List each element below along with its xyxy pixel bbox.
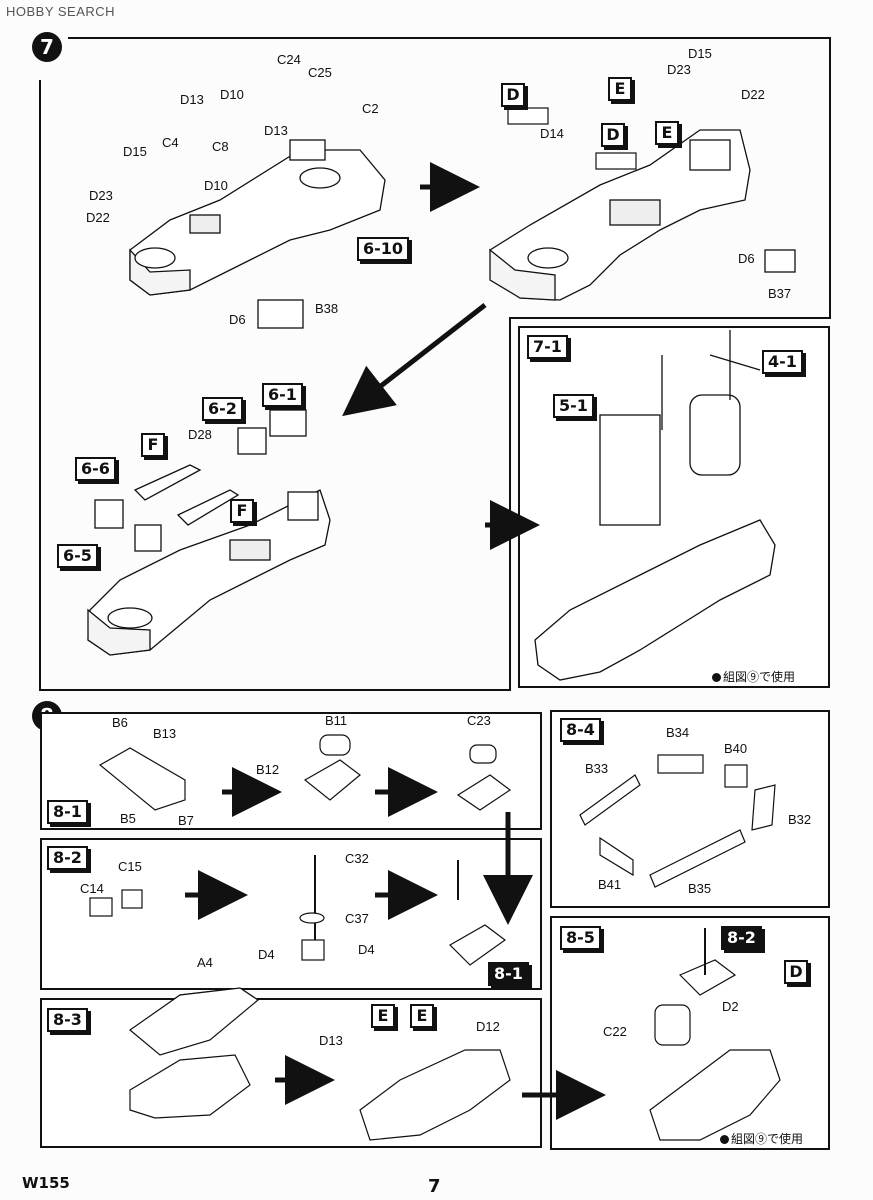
- ref-8-1-inline: 8-1: [488, 962, 529, 986]
- part-label: D23: [89, 188, 113, 203]
- part-label: C15: [118, 859, 142, 874]
- ref-7-1: 7-1: [527, 335, 568, 359]
- part-label: B7: [178, 813, 194, 828]
- part-label: D6: [738, 251, 755, 266]
- part-label: C4: [162, 135, 179, 150]
- part-label: C37: [345, 911, 369, 926]
- part-letter-d: D: [501, 83, 525, 107]
- page-number: 7: [428, 1176, 441, 1197]
- part-label: D28: [188, 427, 212, 442]
- part-label: B34: [666, 725, 690, 740]
- part-letter-e: E: [410, 1004, 434, 1028]
- part-label: D4: [358, 942, 375, 957]
- hull-step7-tl: [129, 139, 386, 296]
- part-label: B6: [112, 715, 128, 730]
- part-label: C2: [362, 101, 379, 116]
- product-code: W155: [22, 1174, 70, 1192]
- ref-6-2: 6-2: [202, 397, 243, 421]
- ref-6-5: 6-5: [57, 544, 98, 568]
- part-letter-d: D: [784, 960, 808, 984]
- part-label: D13: [264, 123, 288, 138]
- part-label: B38: [315, 301, 339, 316]
- part-label: B5: [120, 811, 136, 826]
- part-label: D14: [540, 126, 564, 141]
- part-label: B11: [325, 713, 348, 728]
- part-label: B37: [768, 286, 792, 301]
- part-label: D15: [688, 46, 712, 61]
- part-label: D13: [319, 1033, 343, 1048]
- hull-step7-tr: [489, 129, 751, 301]
- part-label: D12: [476, 1019, 500, 1034]
- part-label: A4: [197, 955, 213, 970]
- part-label: D23: [667, 62, 691, 77]
- ref-6-10: 6-10: [357, 237, 410, 261]
- usage-note-step7: 組図⑨で使用: [712, 668, 795, 685]
- ref-8-2: 8-2: [47, 846, 88, 870]
- part-label: D10: [204, 178, 228, 193]
- part-label: B41: [598, 877, 622, 892]
- step-7-badge: 7: [32, 32, 62, 62]
- part-letter-e: E: [655, 121, 679, 145]
- part-label: D22: [741, 87, 765, 102]
- part-letter-f: F: [230, 499, 254, 523]
- ref-6-6: 6-6: [75, 457, 116, 481]
- part-label: B13: [153, 726, 177, 741]
- part-label: B12: [256, 762, 280, 777]
- ref-5-1: 5-1: [553, 394, 594, 418]
- part-label: D13: [180, 92, 204, 107]
- hobby-search-logo: HOBBY SEARCH: [6, 4, 116, 19]
- part-letter-f: F: [141, 433, 165, 457]
- part-letter-e: E: [371, 1004, 395, 1028]
- part-label: C22: [603, 1024, 627, 1039]
- bullet-icon: [720, 1135, 729, 1144]
- hull-step7-bl: [87, 489, 331, 656]
- part-label: C8: [212, 139, 229, 154]
- part-label: D2: [722, 999, 739, 1014]
- part-label: D4: [258, 947, 275, 962]
- part-label: C24: [277, 52, 301, 67]
- ref-6-1: 6-1: [262, 383, 303, 407]
- part-label: D10: [220, 87, 244, 102]
- ref-8-5: 8-5: [560, 926, 601, 950]
- usage-note-step8: 組図⑨で使用: [720, 1130, 803, 1147]
- part-label: D22: [86, 210, 110, 225]
- part-label: C23: [467, 713, 491, 728]
- part-label: B40: [724, 741, 748, 756]
- part-label: C14: [80, 881, 104, 896]
- ref-8-1: 8-1: [47, 800, 88, 824]
- part-label: B33: [585, 761, 609, 776]
- ref-8-2-inline: 8-2: [721, 926, 762, 950]
- part-letter-d: D: [601, 123, 625, 147]
- part-label: C32: [345, 851, 369, 866]
- bullet-icon: [712, 673, 721, 682]
- ship-step7-1: [534, 330, 776, 681]
- part-label: C25: [308, 65, 332, 80]
- part-b38-shape: [257, 299, 304, 329]
- ref-8-3: 8-3: [47, 1008, 88, 1032]
- part-letter-e: E: [608, 77, 632, 101]
- part-label: D15: [123, 144, 147, 159]
- ref-4-1: 4-1: [762, 350, 803, 374]
- ref-8-4: 8-4: [560, 718, 601, 742]
- part-label: B32: [788, 812, 812, 827]
- part-label: D6: [229, 312, 246, 327]
- part-label: B35: [688, 881, 712, 896]
